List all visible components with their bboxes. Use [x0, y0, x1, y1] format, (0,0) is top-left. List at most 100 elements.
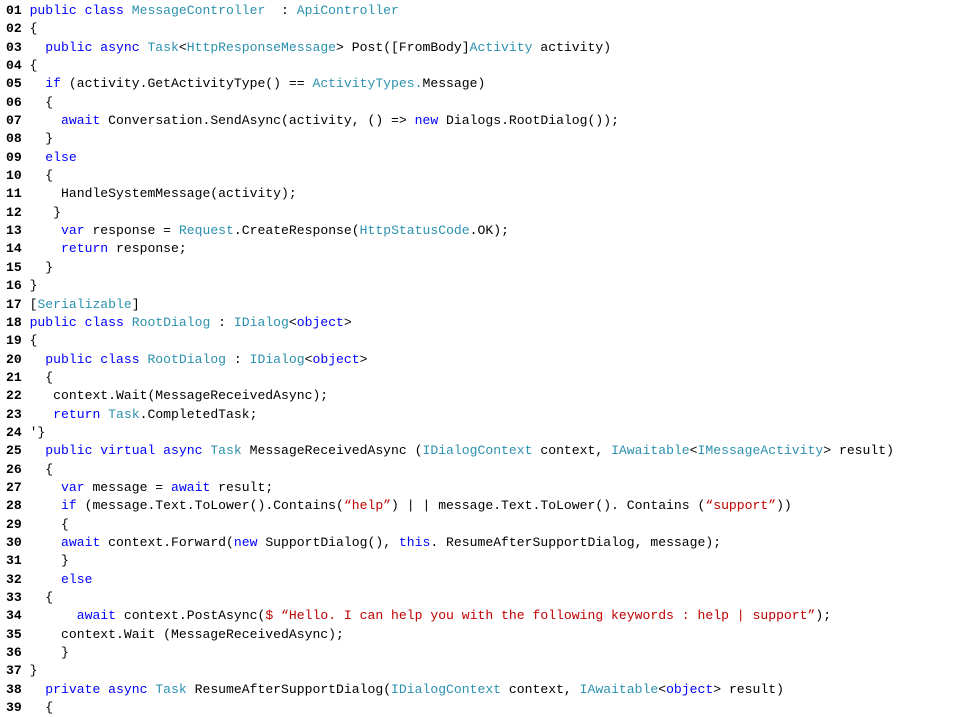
code-token: IAwaitable	[579, 681, 659, 697]
code-token: ]	[131, 296, 140, 312]
code-token: {	[29, 168, 54, 184]
code-token: RootDialog	[147, 351, 227, 367]
line-number: 08	[6, 131, 22, 147]
code-token: .CompletedTask;	[139, 406, 258, 422]
line-number: 11	[6, 186, 22, 202]
code-token	[30, 76, 46, 91]
line-number: 36	[6, 645, 22, 661]
code-line: 01 public class MessageController : ApiC…	[6, 2, 894, 20]
code-token	[30, 608, 77, 623]
code-line: 08 }	[6, 130, 894, 148]
line-number: 31	[6, 553, 22, 569]
code-token: .CreateResponse(	[233, 223, 360, 239]
code-token: (activity.GetActivityType() ==	[61, 76, 313, 92]
line-number: 02	[6, 21, 22, 37]
code-line: 09 else	[6, 149, 894, 167]
code-token: ApiController	[296, 3, 399, 18]
code-token: }	[29, 131, 54, 147]
code-line: 36 }	[6, 644, 894, 662]
code-token: }	[29, 663, 38, 679]
line-number: 32	[6, 571, 22, 587]
line-number: 23	[6, 406, 22, 422]
code-token: IMessageActivity	[697, 443, 824, 459]
line-number: 26	[6, 461, 22, 477]
code-token	[30, 498, 61, 513]
line-number: 16	[6, 278, 22, 294]
code-token: await	[76, 608, 117, 624]
line-number: 19	[6, 333, 22, 349]
code-listing: 01 public class MessageController : ApiC…	[6, 2, 894, 717]
code-token	[30, 241, 61, 256]
code-token: <	[689, 443, 698, 459]
code-line: 13 var response = Request.CreateResponse…	[6, 222, 894, 240]
code-token	[30, 352, 46, 367]
line-number: 35	[6, 626, 22, 642]
code-token: else	[61, 571, 93, 587]
code-token: Activity	[469, 39, 533, 55]
code-line: 28 if (message.Text.ToLower().Contains(“…	[6, 497, 894, 515]
code-token: public virtual async	[45, 443, 211, 459]
line-number: 22	[6, 388, 22, 404]
code-token: >	[343, 314, 352, 330]
code-token: {	[29, 516, 69, 532]
code-token: {	[29, 590, 54, 605]
code-token: IDialogContext	[422, 443, 533, 459]
code-line: 24 '}	[6, 424, 894, 442]
code-line: 15 }	[6, 259, 894, 277]
line-number: 10	[6, 168, 22, 184]
code-line: 02 {	[6, 20, 894, 38]
code-token	[30, 113, 61, 128]
code-token: else	[45, 149, 77, 165]
code-token	[30, 443, 46, 458]
code-token	[30, 535, 61, 550]
code-token: . ResumeAfterSupportDialog, message);	[430, 534, 722, 550]
code-line: 31 }	[6, 552, 894, 570]
code-line: 29 {	[6, 516, 894, 534]
code-token: new	[233, 534, 258, 550]
code-line: 22 context.Wait(MessageReceivedAsync);	[6, 387, 894, 405]
code-line: 05 if (activity.GetActivityType() == Act…	[6, 75, 894, 93]
code-token: }	[29, 204, 62, 220]
line-number: 28	[6, 498, 22, 514]
code-token: public async	[45, 39, 148, 55]
line-number: 30	[6, 534, 22, 550]
code-token	[30, 223, 61, 238]
code-token: > result)	[823, 443, 894, 459]
line-number: 03	[6, 39, 22, 55]
code-token: return	[53, 406, 101, 422]
code-token: );	[815, 608, 832, 624]
line-number: 04	[6, 58, 22, 74]
line-number: 24	[6, 424, 22, 440]
code-token: }	[29, 553, 69, 569]
code-line: 39 {	[6, 699, 894, 717]
code-line: 10 {	[6, 167, 894, 185]
code-token: :	[210, 314, 234, 330]
code-token: context.Forward(	[100, 534, 234, 550]
code-line: 11 HandleSystemMessage(activity);	[6, 185, 894, 203]
line-number: 09	[6, 149, 22, 165]
code-token: Conversation.SendAsync(activity, () =>	[100, 113, 415, 129]
code-token: ResumeAfterSupportDialog(	[186, 681, 392, 697]
line-number: 38	[6, 681, 22, 697]
code-line: 33 {	[6, 589, 894, 607]
code-token: object	[312, 351, 360, 367]
line-number: 13	[6, 223, 22, 239]
line-number: 01	[6, 3, 22, 18]
code-token: object	[296, 314, 344, 330]
line-number: 06	[6, 94, 22, 110]
code-token: HttpResponseMessage	[186, 39, 337, 55]
code-line: 18 public class RootDialog : IDialog<obj…	[6, 314, 894, 332]
code-line: 21 {	[6, 369, 894, 387]
code-token: public class	[45, 351, 148, 367]
code-token	[30, 407, 54, 422]
code-token: response =	[84, 223, 179, 239]
code-token: $ “Hello. I can help you with the follow…	[265, 608, 816, 624]
line-number: 15	[6, 259, 22, 275]
line-number: 33	[6, 590, 22, 605]
code-line: 34 await context.PostAsync($ “Hello. I c…	[6, 607, 894, 625]
code-token: Task	[210, 443, 242, 459]
line-number: 21	[6, 369, 22, 385]
code-token: :	[265, 3, 297, 18]
code-token: var	[61, 223, 85, 239]
code-line: 26 {	[6, 461, 894, 479]
